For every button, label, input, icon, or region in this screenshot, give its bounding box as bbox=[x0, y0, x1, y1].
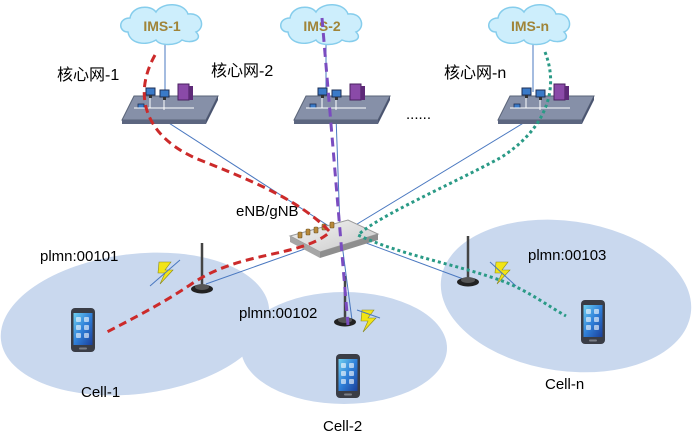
cell-n-area bbox=[440, 219, 692, 373]
enb-gnb-label: eNB/gNB bbox=[236, 203, 299, 220]
cell-2-name: Cell-2 bbox=[323, 418, 362, 435]
ims-n-label: IMS-n bbox=[511, 18, 549, 34]
core-network-n-label: 核心网-n bbox=[444, 64, 506, 82]
core-network-1-label: 核心网-1 bbox=[57, 66, 119, 84]
cell-1-plmn: plmn:00101 bbox=[40, 248, 118, 265]
cell-2-area bbox=[241, 292, 447, 404]
cell-n-phone bbox=[581, 300, 605, 344]
radio-wave-lines bbox=[149, 259, 517, 319]
dashed-path-n bbox=[355, 51, 567, 318]
dashed-path-2 bbox=[320, 17, 350, 326]
core-ellipsis: ...... bbox=[406, 106, 431, 123]
core-network-n-platform bbox=[497, 83, 595, 125]
core-network-2-platform bbox=[293, 83, 391, 125]
cell-2-phone bbox=[336, 354, 360, 398]
cell-1-phone bbox=[71, 308, 95, 352]
core-network-2-label: 核心网-2 bbox=[211, 62, 273, 80]
ims-cloud-n: IMS-n bbox=[488, 4, 571, 46]
ims-1-label: IMS-1 bbox=[143, 18, 181, 34]
ims-cloud-1: IMS-1 bbox=[120, 4, 203, 46]
cell-1-name: Cell-1 bbox=[81, 384, 120, 401]
cell-n-plmn: plmn:00103 bbox=[528, 247, 606, 264]
cell-n-name: Cell-n bbox=[545, 376, 584, 393]
cell-2-plmn: plmn:00102 bbox=[239, 305, 317, 322]
dashed-path-1 bbox=[104, 54, 333, 335]
core-network-1-platform bbox=[121, 83, 219, 125]
